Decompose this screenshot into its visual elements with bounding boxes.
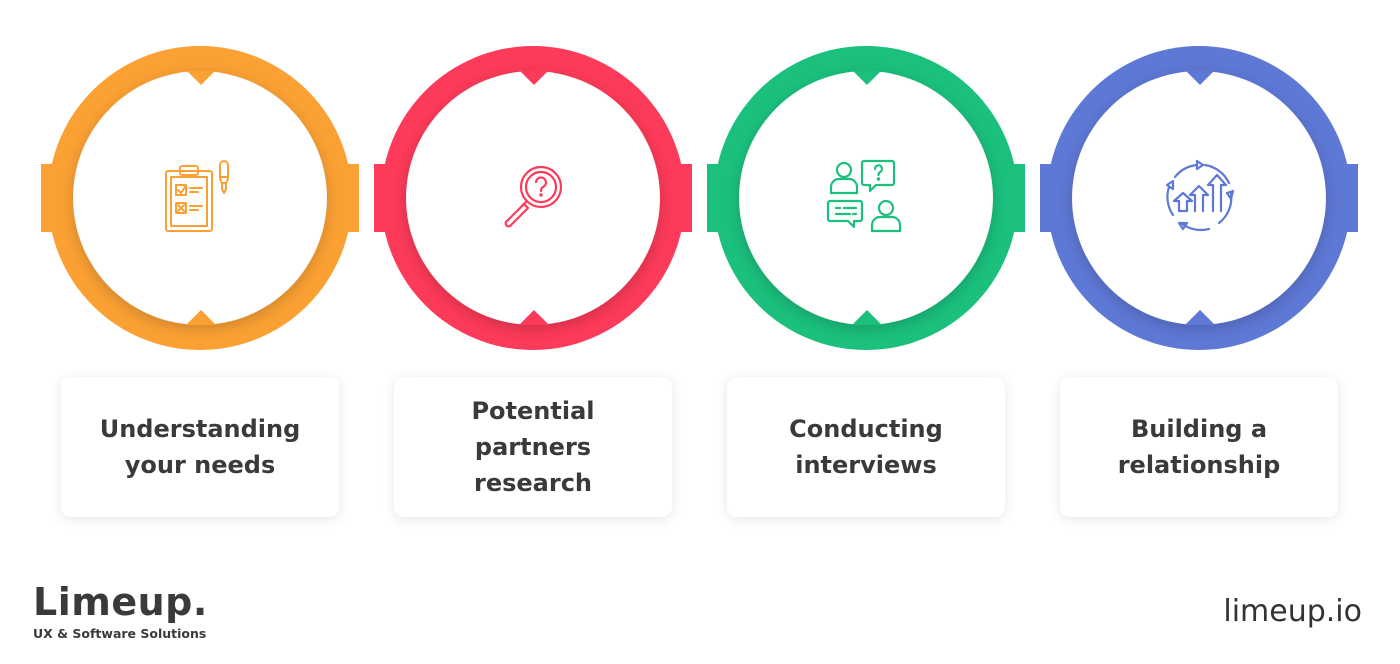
site-url[interactable]: limeup.io [1223, 594, 1362, 629]
step-partners-research: Potential partners research [366, 0, 700, 540]
step-understanding-needs: Understanding your needs [33, 0, 367, 540]
clipboard-checklist-icon [158, 155, 242, 239]
brand-logo: Limeup. UX & Software Solutions [33, 580, 208, 641]
ring-inner-disc [73, 71, 327, 325]
step-conducting-interviews: Conducting interviews [699, 0, 1033, 540]
ring-notch-top [1186, 71, 1214, 85]
ring-notch-bottom [852, 310, 882, 325]
step-label-card: Potential partners research [394, 377, 672, 517]
step-ring [33, 40, 367, 360]
ring-inner-disc [1072, 71, 1326, 325]
step-building-relationship: Building a relationship [1032, 0, 1366, 540]
brand-name: Limeup. [33, 580, 208, 624]
magnifier-question-icon [491, 155, 575, 239]
ring-inner-disc [406, 71, 660, 325]
step-ring [366, 40, 700, 360]
conversation-people-icon [824, 155, 908, 239]
step-label: Understanding your needs [99, 415, 301, 479]
step-label: Building a relationship [1117, 415, 1281, 479]
step-ring [699, 40, 1033, 360]
step-ring [1032, 40, 1366, 360]
growth-cycle-icon [1157, 155, 1241, 239]
ring-notch-bottom [186, 310, 216, 325]
ring-notch-top [853, 71, 881, 85]
step-label-card: Building a relationship [1060, 377, 1338, 517]
ring-notch-top [187, 71, 215, 85]
ring-inner-disc [739, 71, 993, 325]
ring-notch-bottom [519, 310, 549, 325]
process-steps: Understanding your needs [33, 0, 1366, 540]
step-label: Conducting interviews [789, 415, 943, 479]
ring-notch-bottom [1185, 310, 1215, 325]
step-label: Potential partners research [471, 397, 595, 497]
step-label-card: Understanding your needs [61, 377, 339, 517]
step-label-card: Conducting interviews [727, 377, 1005, 517]
ring-notch-top [520, 71, 548, 85]
brand-tagline: UX & Software Solutions [33, 626, 207, 641]
